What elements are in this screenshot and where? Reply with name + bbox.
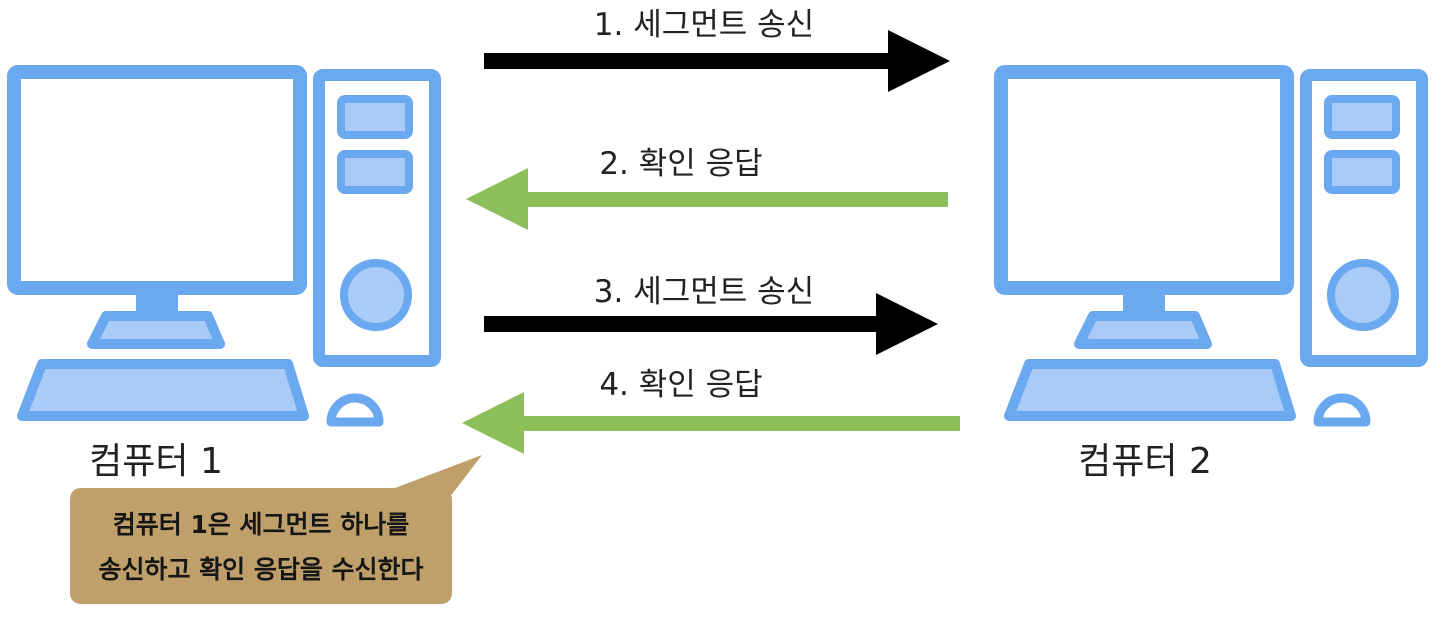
computer-1: 컴퓨터 1 <box>7 65 441 482</box>
computer-2: 컴퓨터 2 <box>994 65 1428 482</box>
monitor-base <box>87 311 225 349</box>
desktop-computer-icon <box>7 65 441 427</box>
drive-bay <box>1324 150 1400 194</box>
keyboard <box>1004 359 1296 421</box>
monitor <box>7 65 307 295</box>
step-2: 2. 확인 응답 <box>466 146 948 230</box>
note-line-2: 송신하고 확인 응답을 수신한다 <box>98 555 423 584</box>
step-3-label: 3. 세그먼트 송신 <box>594 274 814 310</box>
desktop-computer-icon <box>994 65 1428 427</box>
step-3: 3. 세그먼트 송신 <box>484 274 938 355</box>
mouse <box>326 393 384 427</box>
callout-bubble <box>70 455 482 604</box>
step-4-label: 4. 확인 응답 <box>599 367 762 403</box>
left-arrow-icon <box>462 392 960 454</box>
step-4: 4. 확인 응답 <box>462 367 960 454</box>
drive-bay <box>337 150 413 194</box>
monitor <box>994 65 1294 295</box>
computer-2-label: 컴퓨터 2 <box>1078 441 1212 482</box>
keyboard <box>17 359 309 421</box>
note-line-1: 컴퓨터 1은 세그먼트 하나를 <box>113 510 410 539</box>
left-arrow-icon <box>466 168 948 230</box>
mouse <box>1313 393 1371 427</box>
step-1-label: 1. 세그먼트 송신 <box>594 7 814 43</box>
monitor-base <box>1074 311 1212 349</box>
drive-bay <box>337 95 413 139</box>
drive-bay <box>1324 95 1400 139</box>
right-arrow-icon <box>484 293 938 355</box>
step-2-label: 2. 확인 응답 <box>599 146 762 182</box>
power-button <box>340 259 412 331</box>
power-button <box>1327 259 1399 331</box>
step-1: 1. 세그먼트 송신 <box>484 7 950 92</box>
computer-1-label: 컴퓨터 1 <box>89 441 223 482</box>
note-callout: 컴퓨터 1은 세그먼트 하나를 송신하고 확인 응답을 수신한다 <box>70 455 482 604</box>
right-arrow-icon <box>484 30 950 92</box>
